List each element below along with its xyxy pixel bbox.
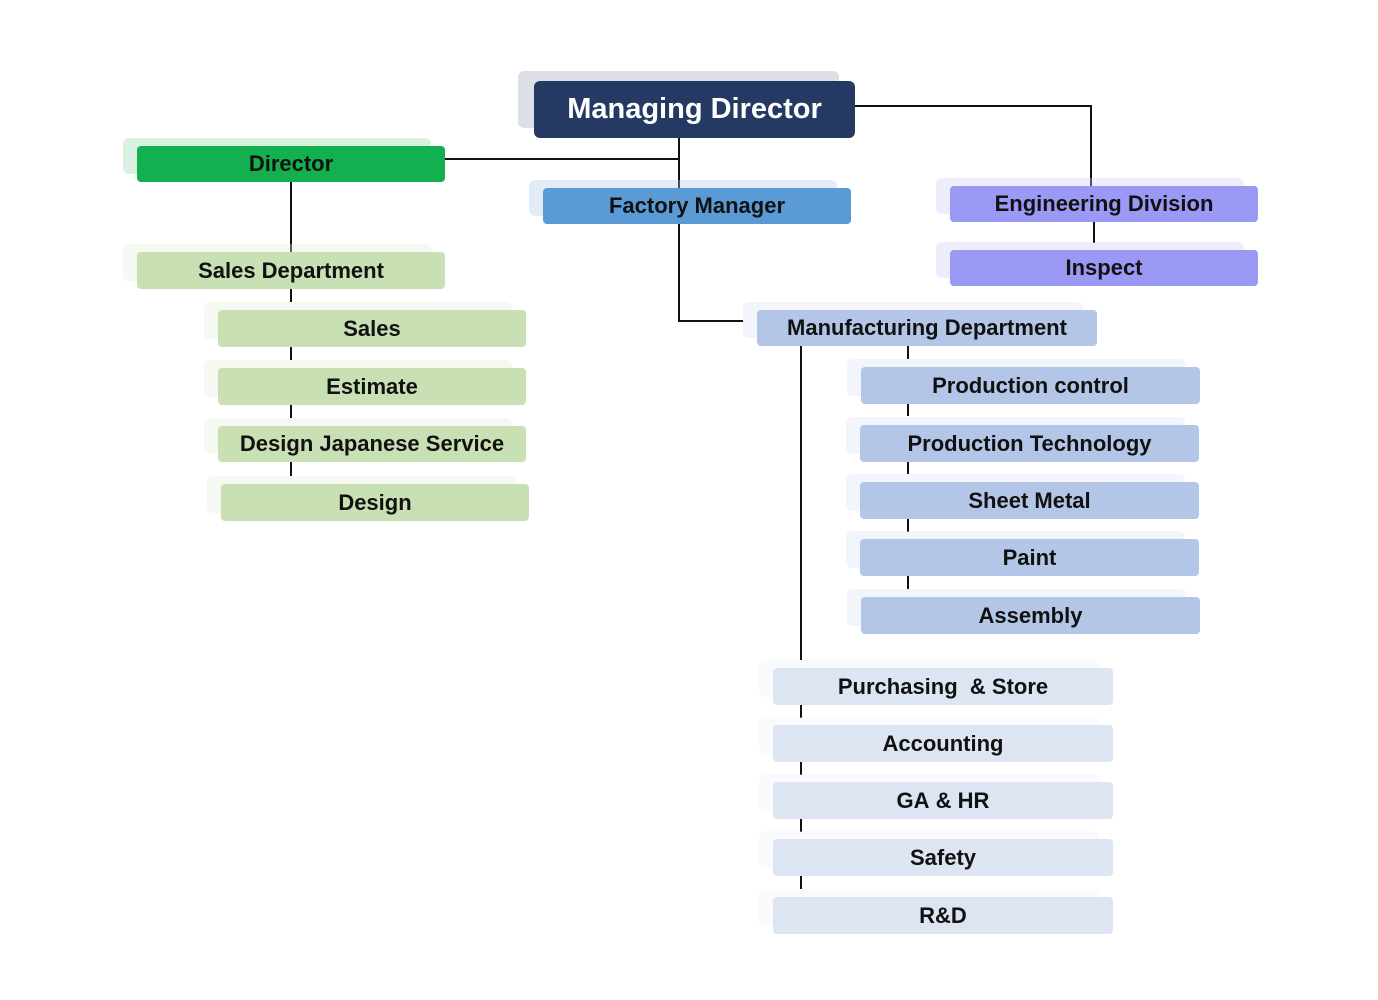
sheet-metal-box: Sheet Metal	[846, 474, 1199, 519]
paint-box: Paint	[846, 531, 1199, 576]
assembly-box: Assembly	[847, 589, 1200, 634]
estimate-box: Estimate	[204, 360, 526, 405]
director-label: Director	[137, 146, 445, 182]
rd-box: R&D	[759, 889, 1113, 934]
sales-label: Sales	[218, 310, 526, 347]
production-control-box: Production control	[847, 359, 1200, 404]
safety-box: Safety	[759, 831, 1113, 876]
inspect-label: Inspect	[950, 250, 1258, 286]
accounting-box: Accounting	[759, 717, 1113, 762]
engineering-division-box: Engineering Division	[936, 178, 1258, 222]
accounting-label: Accounting	[773, 725, 1113, 762]
production-control-label: Production control	[861, 367, 1200, 404]
purchasing-store-box: Purchasing & Store	[759, 660, 1113, 705]
sales-department-label: Sales Department	[137, 252, 445, 289]
managing-director-box: Managing Director	[518, 71, 855, 138]
estimate-label: Estimate	[218, 368, 526, 405]
production-technology-label: Production Technology	[860, 425, 1199, 462]
engineering-division-label: Engineering Division	[950, 186, 1258, 222]
ga-hr-label: GA & HR	[773, 782, 1113, 819]
production-technology-box: Production Technology	[846, 417, 1199, 462]
ga-hr-box: GA & HR	[759, 774, 1113, 819]
paint-label: Paint	[860, 539, 1199, 576]
factory-manager-box: Factory Manager	[529, 180, 851, 224]
sheet-metal-label: Sheet Metal	[860, 482, 1199, 519]
connector-md-director	[445, 138, 680, 160]
sales-box: Sales	[204, 302, 526, 347]
rd-label: R&D	[773, 897, 1113, 934]
design-japanese-service-box: Design Japanese Service	[204, 418, 526, 462]
connector-md-engineering	[855, 105, 1092, 186]
manufacturing-department-box: Manufacturing Department	[743, 302, 1097, 346]
safety-label: Safety	[773, 839, 1113, 876]
sales-department-box: Sales Department	[123, 244, 445, 289]
design-label: Design	[221, 484, 529, 521]
director-box: Director	[123, 138, 445, 182]
managing-director-label: Managing Director	[534, 81, 855, 138]
purchasing-store-label: Purchasing & Store	[773, 668, 1113, 705]
factory-manager-label: Factory Manager	[543, 188, 851, 224]
inspect-box: Inspect	[936, 242, 1258, 286]
design-box: Design	[207, 476, 529, 521]
connector-factory-manufacturing	[678, 224, 743, 322]
assembly-label: Assembly	[861, 597, 1200, 634]
manufacturing-department-label: Manufacturing Department	[757, 310, 1097, 346]
design-japanese-service-label: Design Japanese Service	[218, 426, 526, 462]
